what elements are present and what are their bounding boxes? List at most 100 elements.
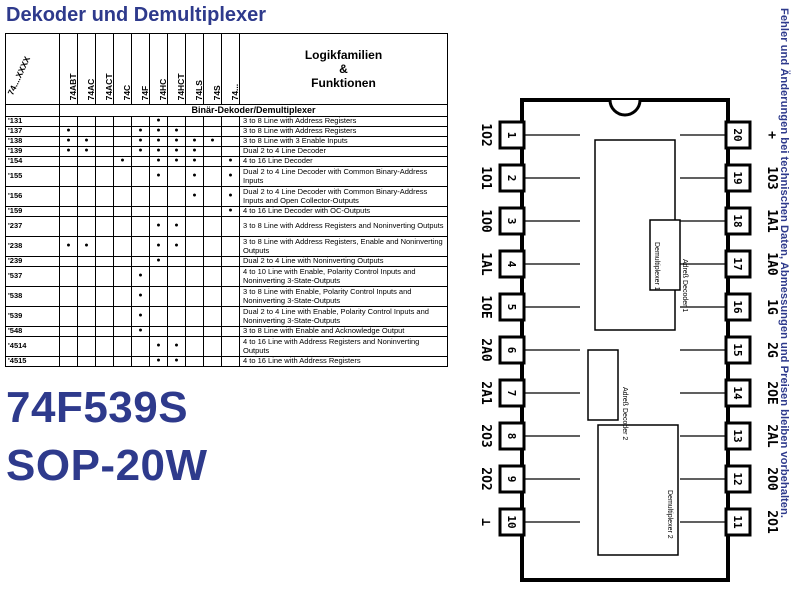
block-label: Adreß Decoder 2 [621, 387, 628, 440]
part-cell: '239 [5, 256, 60, 267]
block-label: Demultiplexer 2 [666, 490, 673, 539]
pin-number: 6 [505, 347, 518, 354]
family-mark-cell: ● [221, 156, 240, 167]
block-label: Demultiplexer 1 [653, 242, 660, 291]
pin-box [724, 163, 752, 193]
function-cell: 3 to 8 Line with Address Registers [239, 126, 448, 137]
family-mark-cell [59, 166, 78, 187]
family-mark-cell: ● [167, 336, 186, 357]
family-mark-cell: ● [131, 266, 150, 287]
family-mark-cell [77, 166, 96, 187]
family-header: 74LS [185, 33, 204, 105]
family-mark-cell [149, 286, 168, 307]
family-mark-cell [203, 186, 222, 207]
family-header: 74AC [77, 33, 96, 105]
family-mark-cell [203, 146, 222, 157]
pin-number: 15 [731, 343, 744, 356]
family-mark-cell: ● [131, 286, 150, 307]
family-label: 74ABT [67, 73, 78, 100]
function-header-line: & [339, 62, 348, 76]
family-mark-cell [167, 286, 186, 307]
part-header-label: 74....XXXX [5, 54, 33, 97]
family-mark-cell [221, 146, 240, 157]
family-mark-cell [59, 306, 78, 327]
family-label: 74LS [193, 79, 204, 100]
pin-number: 8 [505, 433, 518, 440]
family-mark-cell: ● [185, 156, 204, 167]
table-row: '138●●●●●●●3 to 8 Line with 3 Enable Inp… [5, 136, 448, 147]
family-mark-cell [203, 256, 222, 267]
family-mark-cell: ● [149, 256, 168, 267]
family-mark-cell [113, 166, 132, 187]
family-mark-cell: ● [149, 336, 168, 357]
family-mark-cell [221, 326, 240, 337]
part-number: 74F539S [6, 383, 189, 432]
family-mark-cell [221, 136, 240, 147]
part-cell: '4515 [5, 356, 60, 367]
family-mark-cell [77, 256, 96, 267]
family-mark-cell: ● [149, 236, 168, 257]
function-cell: 3 to 8 Line with Address Registers, Enab… [239, 236, 448, 257]
family-mark-cell [77, 206, 96, 217]
part-column-header: 74....XXXX [5, 33, 60, 105]
family-mark-cell: ● [149, 126, 168, 137]
table-row: '159●4 to 16 Line Decoder with OC-Output… [5, 206, 448, 217]
family-mark-cell: ● [185, 166, 204, 187]
family-mark-cell: ● [185, 136, 204, 147]
family-mark-cell: ● [149, 166, 168, 187]
pin-label: + [764, 131, 779, 139]
pin-box [498, 378, 526, 408]
family-mark-cell [221, 356, 240, 367]
pin-number: 2 [505, 175, 518, 182]
family-mark-cell [59, 206, 78, 217]
family-header: 74HC [149, 33, 168, 105]
family-mark-cell: ● [167, 136, 186, 147]
family-mark-cell [185, 126, 204, 137]
pinout-diagram: Demultiplexer 1 Adreß Decoder 1 Adreß De… [470, 95, 780, 585]
family-header: 74... [221, 33, 240, 105]
function-cell: Dual 2 to 4 Line Decoder with Common Bin… [239, 186, 448, 207]
family-mark-cell [131, 156, 150, 167]
family-mark-cell [131, 186, 150, 207]
family-header: 74S [203, 33, 222, 105]
table-row: '137●●●●3 to 8 Line with Address Registe… [5, 126, 448, 137]
pin-label: 2AL [764, 424, 779, 448]
pin-box [724, 507, 752, 537]
table-row: '4515●●4 to 16 Line with Address Registe… [5, 356, 448, 367]
family-mark-cell [77, 126, 96, 137]
function-cell: 4 to 16 Line with Address Registers [239, 356, 448, 367]
part-cell: '131 [5, 116, 60, 127]
pin-label: 2A1 [478, 381, 493, 405]
family-mark-cell [59, 216, 78, 237]
family-mark-cell [131, 116, 150, 127]
family-mark-cell [131, 166, 150, 187]
family-label: 74ACT [103, 73, 114, 100]
family-label: 74F [139, 85, 150, 100]
pin1-notch [608, 99, 642, 117]
family-mark-cell [113, 256, 132, 267]
family-mark-cell: ● [149, 156, 168, 167]
family-mark-cell [167, 186, 186, 207]
family-mark-cell [77, 116, 96, 127]
family-mark-cell [167, 206, 186, 217]
family-mark-cell: ● [167, 356, 186, 367]
family-mark-cell [113, 326, 132, 337]
function-cell: 3 to 8 Line with Enable, Polarity Contro… [239, 286, 448, 307]
pin-box [498, 507, 526, 537]
family-mark-cell [131, 256, 150, 267]
part-cell: '4514 [5, 336, 60, 357]
family-mark-cell [221, 256, 240, 267]
family-mark-cell [113, 126, 132, 137]
function-header-line: Logikfamilien [304, 48, 383, 62]
pin-label: 2OE [764, 381, 779, 404]
pin-number: 13 [731, 429, 744, 442]
family-mark-cell [185, 286, 204, 307]
family-mark-cell [203, 116, 222, 127]
family-mark-cell [185, 336, 204, 357]
address-decoder-2-block [587, 349, 619, 421]
family-mark-cell [131, 206, 150, 217]
pin-number: 10 [505, 515, 518, 528]
block-label: Adreß Decoder 1 [681, 259, 688, 312]
function-cell: Dual 2 to 4 Line with Enable, Polarity C… [239, 306, 448, 327]
family-mark-cell: ● [77, 146, 96, 157]
